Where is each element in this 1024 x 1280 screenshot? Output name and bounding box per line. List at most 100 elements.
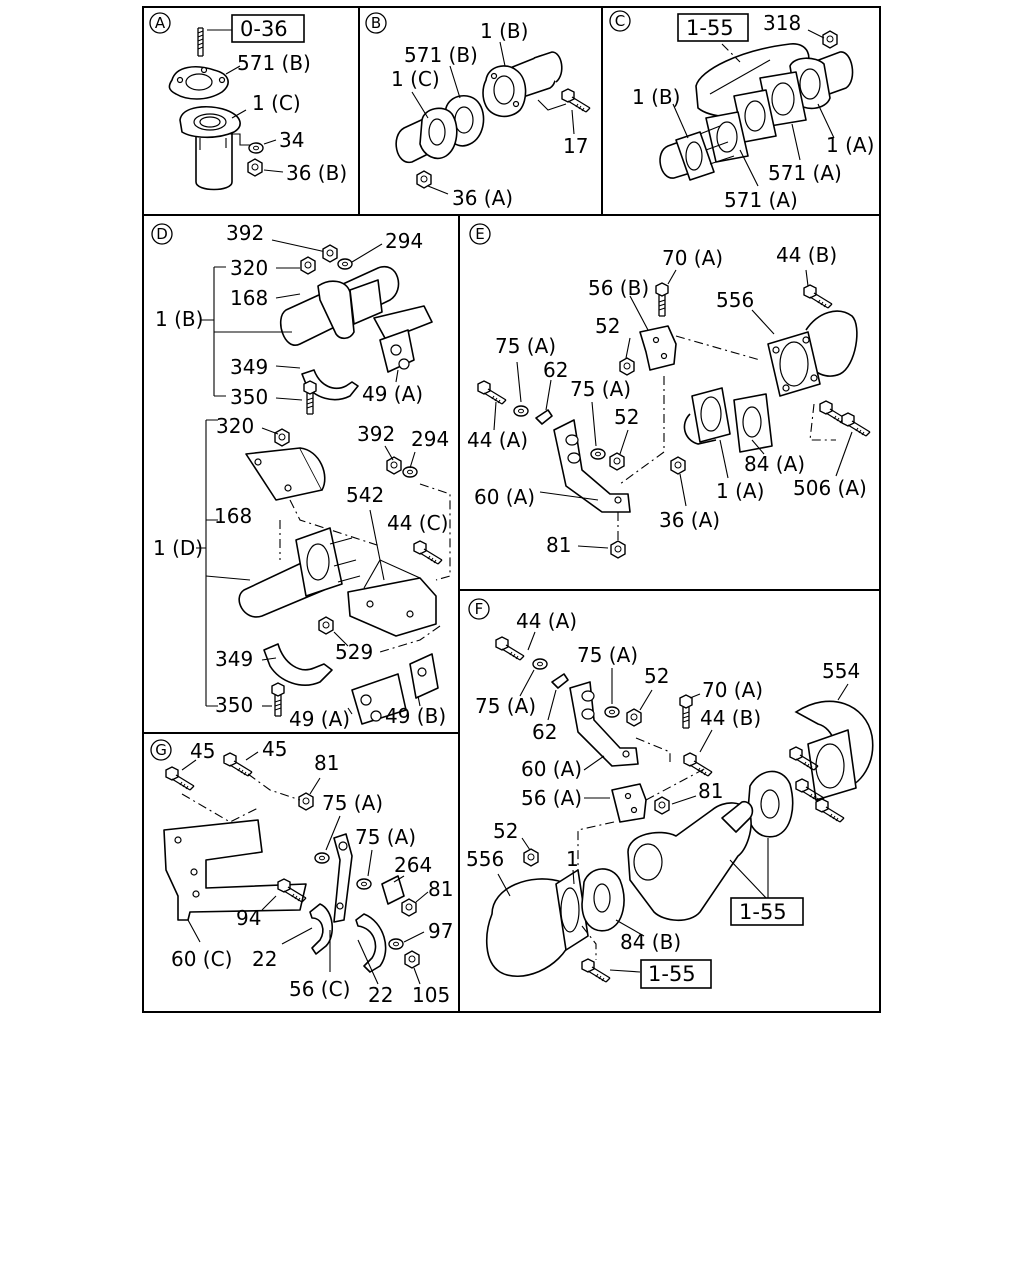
callout-e-9: 44 (A) — [467, 428, 528, 452]
callout-b-3: 17 — [563, 134, 588, 158]
callout-d-1: 294 — [385, 229, 423, 253]
callout-d-11: 542 — [346, 483, 384, 507]
section-marker-f: F — [468, 598, 490, 620]
stud-icon — [197, 27, 204, 57]
section-g: 45 45 81 75 (A) 75 (A) 264 81 — [163, 737, 453, 1007]
callout-g-8: 97 — [428, 919, 453, 943]
callout-f-11: 52 — [493, 819, 518, 843]
washer-icon — [388, 938, 404, 950]
callout-e-4: 52 — [595, 314, 620, 338]
callout-e-14: 36 (A) — [659, 508, 720, 532]
section-markers: A B C D E F G — [149, 10, 631, 761]
callout-e-0: 70 (A) — [662, 246, 723, 270]
bolt-icon — [165, 766, 195, 791]
callout-f-6: 44 (B) — [700, 706, 761, 730]
callout-e-15: 81 — [546, 533, 571, 557]
svg-text:1-55: 1-55 — [739, 900, 787, 924]
callout-b-1: 571 (B) — [404, 43, 478, 67]
callout-g-13: 105 — [412, 983, 450, 1007]
bracket-49a — [351, 673, 407, 725]
callout-e-1: 44 (B) — [776, 243, 837, 267]
callout-d-18: 49 (A) — [289, 707, 350, 731]
ref-tag-0-36: 0-36 — [231, 14, 305, 43]
bolt-icon — [413, 540, 443, 565]
nut-icon — [300, 256, 316, 275]
callout-c-4: 571 (A) — [724, 188, 798, 212]
callout-b-0: 1 (B) — [480, 19, 528, 43]
nut-icon — [670, 456, 686, 475]
section-marker-e: E — [469, 223, 491, 245]
callout-e-8: 52 — [614, 405, 639, 429]
callout-e-12: 506 (A) — [793, 476, 867, 500]
callout-g-9: 60 (C) — [171, 947, 232, 971]
callout-d-4: 1 (B) — [155, 307, 203, 331]
washer-icon — [513, 405, 529, 417]
callout-d-10: 294 — [411, 427, 449, 451]
callout-e-2: 56 (B) — [588, 276, 649, 300]
section-marker-g: G — [150, 739, 172, 761]
washer-icon — [402, 466, 418, 478]
callout-g-4: 75 (A) — [355, 825, 416, 849]
gasket-84a — [733, 393, 773, 453]
stud-icon — [841, 412, 871, 437]
bracket-56a — [611, 783, 647, 823]
bolt-icon — [223, 752, 253, 777]
washer-icon — [337, 258, 353, 270]
section-marker-d: D — [151, 223, 173, 245]
callout-d-8: 320 — [216, 414, 254, 438]
section-a: 0-36 571 (B) 1 (C) 34 36 (B) — [168, 14, 347, 191]
callout-e-7: 75 (A) — [570, 377, 631, 401]
callout-f-4: 70 (A) — [702, 678, 763, 702]
callout-f-2: 52 — [644, 664, 669, 688]
washer-icon — [356, 878, 372, 890]
ref-tag-1-55: 1-55 — [677, 13, 749, 42]
nut-icon — [322, 244, 338, 263]
bolt-icon — [679, 694, 693, 729]
bolt-icon — [303, 380, 317, 415]
pipe-1b — [482, 51, 563, 118]
callout-g-3: 75 (A) — [322, 791, 383, 815]
callout-f-5: 75 (A) — [475, 694, 536, 718]
callout-a-3: 36 (B) — [286, 161, 347, 185]
nut-icon — [626, 708, 642, 727]
callout-f-0: 44 (A) — [516, 609, 577, 633]
callout-f-9: 81 — [698, 779, 723, 803]
callout-d-5: 349 — [230, 355, 268, 379]
callout-f-13: 1 — [566, 847, 579, 871]
callout-d-6: 350 — [230, 385, 268, 409]
washer-icon — [604, 706, 620, 718]
bolt-icon — [655, 282, 669, 317]
callout-g-5: 264 — [394, 853, 432, 877]
turbo-body-1-55 — [627, 800, 754, 922]
bracket-542 — [347, 559, 437, 637]
washer-icon — [314, 852, 330, 864]
section-f: 44 (A) 75 (A) 52 554 70 (A) 75 (A) 62 44… — [466, 609, 874, 989]
pipe-556 — [485, 869, 589, 977]
callout-a-2: 34 — [279, 128, 304, 152]
pipe-1c — [395, 107, 458, 163]
nut-icon — [609, 452, 625, 471]
elbow-554 — [794, 700, 874, 801]
bracket-60c — [163, 819, 307, 921]
callout-c-1: 1 (B) — [632, 85, 680, 109]
nut-icon — [318, 616, 334, 635]
bracket-49b — [409, 653, 439, 699]
callout-g-12: 22 — [368, 983, 393, 1007]
section-c: 1-55 318 — [632, 11, 874, 212]
section-b: 1 (B) 571 (B) 1 (C) 17 36 (A) — [391, 19, 591, 210]
section-e: 70 (A) 44 (B) 56 (B) 556 52 75 (A) 62 75… — [467, 243, 871, 559]
gasket-571b — [168, 66, 229, 100]
callout-d-16: 349 — [215, 647, 253, 671]
callout-b-4: 36 (A) — [452, 186, 513, 210]
washer-icon — [590, 448, 606, 460]
svg-text:1-55: 1-55 — [686, 16, 734, 40]
callout-c-0: 318 — [763, 11, 801, 35]
callout-d-14: 1 (D) — [153, 536, 203, 560]
callout-d-12: 168 — [214, 504, 252, 528]
callout-g-0: 45 — [190, 739, 215, 763]
callout-b-2: 1 (C) — [391, 67, 440, 91]
svg-text:G: G — [155, 741, 167, 759]
bracket-168-lower — [245, 447, 326, 501]
pipe-1d — [238, 527, 361, 618]
